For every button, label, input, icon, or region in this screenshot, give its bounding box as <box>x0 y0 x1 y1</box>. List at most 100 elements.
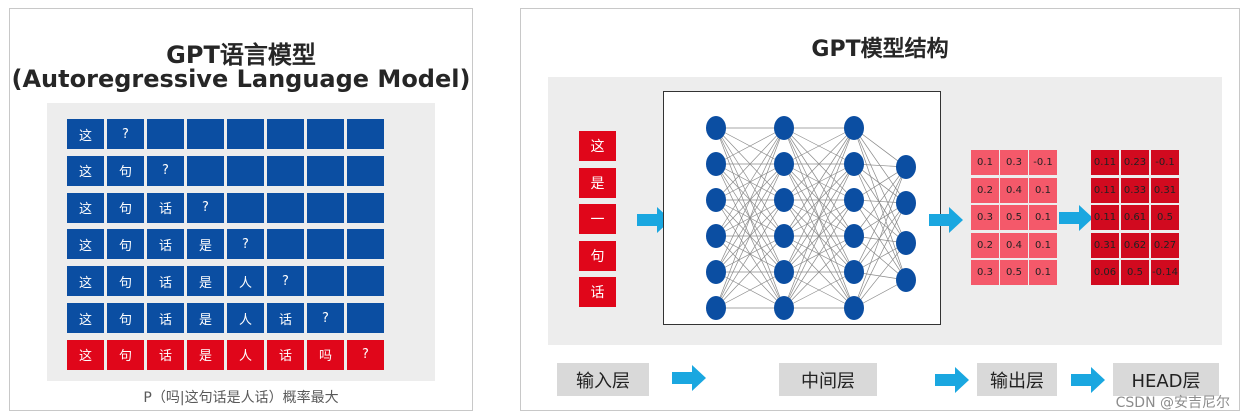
neuron-node <box>896 155 916 179</box>
token-cell <box>227 155 264 186</box>
token-cell <box>307 266 344 297</box>
output-layer-label: 输出层 <box>977 363 1057 396</box>
head-value-cell: 0.11 <box>1091 205 1119 230</box>
output-value-cell: 0.3 <box>971 205 999 230</box>
connection-line <box>715 235 785 309</box>
connection-line <box>715 163 785 309</box>
token-cell: 话 <box>267 339 304 370</box>
arrow-icon <box>1071 367 1105 393</box>
input-token: 是 <box>579 167 616 198</box>
connection-line <box>853 199 907 244</box>
output-value-cell: 0.5 <box>1000 260 1028 285</box>
token-cell: 句 <box>107 266 144 297</box>
head-value-cell: 0.31 <box>1091 232 1119 258</box>
token-cell <box>227 192 264 223</box>
token-cell <box>347 266 384 297</box>
arrow-icon <box>1059 205 1093 231</box>
connection-line <box>783 199 855 309</box>
arrow-icon <box>935 367 969 393</box>
token-cell <box>267 229 304 260</box>
token-cell: 句 <box>107 229 144 260</box>
head-value-cell: 0.62 <box>1121 232 1149 258</box>
token-cell: 是 <box>187 339 224 370</box>
output-value-cell: 0.1 <box>1029 177 1057 203</box>
token-cell: 话 <box>147 229 184 260</box>
connection-line <box>715 127 785 201</box>
token-cell <box>267 119 304 149</box>
connection-line <box>853 127 907 244</box>
connection-line <box>853 166 907 237</box>
head-value-cell: -0.14 <box>1151 260 1179 285</box>
neuron-node <box>844 296 864 320</box>
connection-line <box>853 235 907 281</box>
token-cell <box>347 229 384 260</box>
arrow-icon <box>637 207 671 233</box>
output-value-cell: 0.5 <box>1000 205 1028 230</box>
connection-line <box>853 242 907 309</box>
output-value-cell: 0.2 <box>971 177 999 203</box>
token-cell <box>307 229 344 260</box>
probability-caption: P（吗|这句话是人话）概率最大 <box>143 390 339 406</box>
head-value-cell: 0.5 <box>1121 260 1149 285</box>
output-value-cell: 0.3 <box>971 260 999 285</box>
token-cell: 话 <box>147 266 184 297</box>
token-cell <box>347 155 384 186</box>
token-cell: 句 <box>107 155 144 186</box>
neuron-node <box>774 152 794 176</box>
connection-line <box>783 127 855 273</box>
connection-line <box>715 127 785 273</box>
connection-line <box>715 271 785 309</box>
token-cell <box>187 155 224 186</box>
connection-line <box>783 127 855 237</box>
neuron-node <box>896 231 916 255</box>
token-cell: 这 <box>67 192 104 223</box>
input-token: 句 <box>579 240 616 271</box>
connection-line <box>783 271 855 309</box>
output-value-cell: 0.2 <box>971 232 999 258</box>
middle-layer-label: 中间层 <box>779 363 877 396</box>
token-cell: ? <box>307 303 344 333</box>
token-cell <box>267 192 304 223</box>
right-title: GPT模型结构 <box>811 37 949 62</box>
head-value-cell: 0.23 <box>1121 150 1149 175</box>
token-cell: 人 <box>227 303 264 333</box>
head-layer-label: HEAD层 <box>1113 363 1219 396</box>
head-value-cell: 0.33 <box>1121 177 1149 203</box>
token-cell: 是 <box>187 266 224 297</box>
neural-network-box <box>663 91 941 325</box>
output-value-cell: -0.1 <box>1029 150 1057 175</box>
watermark: CSDN @安吉尼尔 <box>1115 395 1230 411</box>
token-cell: ? <box>347 339 384 370</box>
neural-network-diagram <box>706 116 916 320</box>
token-cell: 话 <box>267 303 304 333</box>
token-cell: ? <box>107 119 144 149</box>
left-title-line1: GPT语言模型 <box>166 41 316 69</box>
arrow-icon <box>672 365 706 391</box>
output-value-cell: 0.4 <box>1000 177 1028 203</box>
neuron-node <box>706 188 726 212</box>
token-cell: ? <box>227 229 264 260</box>
neuron-node <box>706 224 726 248</box>
token-cell <box>227 119 264 149</box>
neuron-node <box>774 260 794 284</box>
neuron-node <box>844 188 864 212</box>
connection-line <box>853 163 907 244</box>
connection-line <box>853 163 907 281</box>
token-cell: 话 <box>147 339 184 370</box>
token-cell <box>307 155 344 186</box>
head-value-cell: 0.11 <box>1091 177 1119 203</box>
connection-line <box>853 127 907 168</box>
token-cell <box>347 303 384 333</box>
neuron-node <box>706 296 726 320</box>
token-cell: 这 <box>67 155 104 186</box>
neuron-node <box>844 224 864 248</box>
connection-line <box>853 202 907 309</box>
token-cell: 吗 <box>307 339 344 370</box>
token-cell: 是 <box>187 303 224 333</box>
connection-line <box>783 235 855 309</box>
token-cell: 人 <box>227 339 264 370</box>
token-cell: ? <box>147 155 184 186</box>
token-cell: 句 <box>107 192 144 223</box>
neuron-node <box>844 152 864 176</box>
